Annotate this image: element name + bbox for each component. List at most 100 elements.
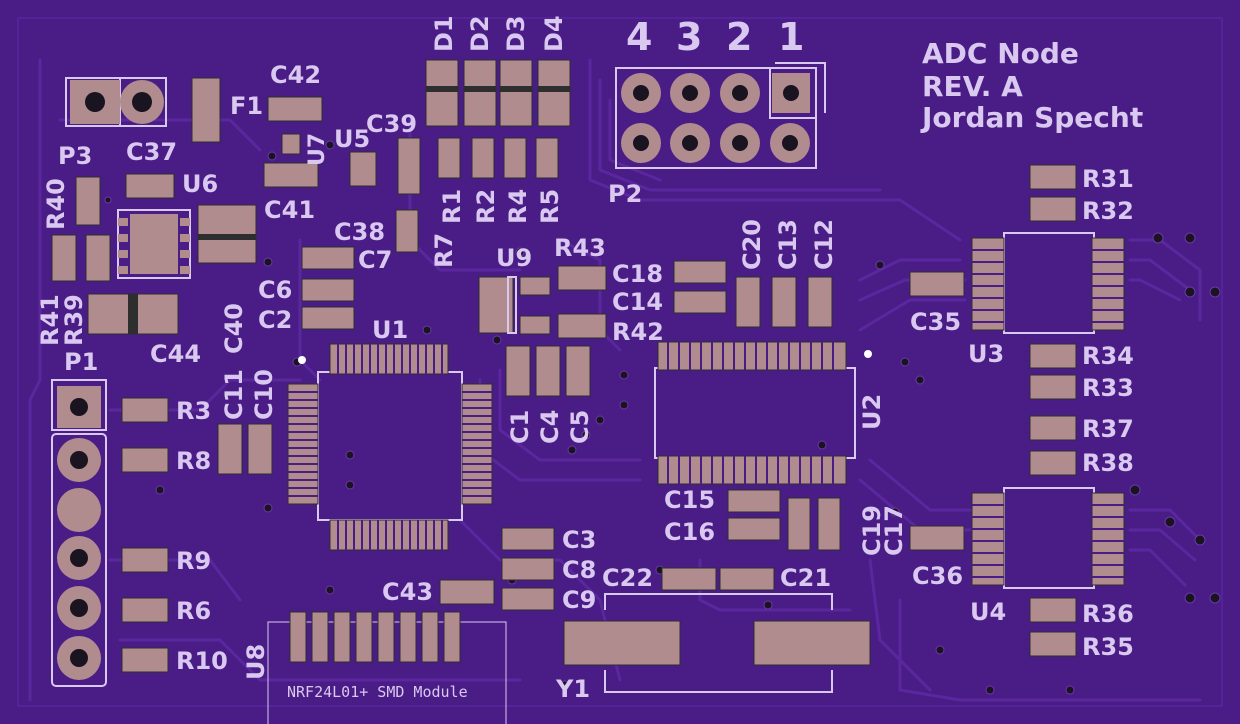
label-c9: C9 (562, 586, 596, 614)
label-u8: U8 (242, 644, 270, 680)
label-c21: C21 (780, 564, 831, 592)
label-c13: C13 (774, 219, 802, 270)
label-c18: C18 (612, 260, 663, 288)
module-u8 (267, 611, 507, 724)
connector-p1 (51, 379, 107, 687)
label-r4: R4 (504, 189, 532, 224)
capacitor-c44 (87, 293, 179, 335)
passives (51, 77, 1077, 673)
label-c19: C19 (858, 505, 886, 556)
chip-u3 (971, 232, 1125, 334)
pin-number-3: 3 (676, 15, 702, 59)
label-r40: R40 (42, 178, 70, 230)
crystal-y1 (563, 593, 871, 693)
label-r7: R7 (430, 233, 458, 268)
label-c15: C15 (664, 486, 715, 514)
label-u9: U9 (496, 244, 532, 272)
label-c44: C44 (150, 340, 201, 368)
label-r6: R6 (176, 597, 211, 625)
label-y1: Y1 (555, 675, 590, 703)
chip-u2 (654, 341, 872, 485)
label-u1: U1 (372, 316, 408, 344)
module-label: NRF24L01+ SMD Module (287, 683, 468, 701)
label-r8: R8 (176, 447, 211, 475)
label-c20: C20 (738, 219, 766, 270)
label-c14: C14 (612, 288, 663, 316)
designator-labels: D1 D2 D3 D4 R1 R2 R4 R5 R7 U7 R40 R41 R3… (36, 15, 1134, 703)
label-r3: R3 (176, 397, 211, 425)
label-c42: C42 (270, 61, 321, 89)
label-u2: U2 (858, 394, 886, 430)
label-c36: C36 (912, 562, 963, 590)
label-c1: C1 (506, 410, 534, 444)
label-c7: C7 (358, 246, 392, 274)
label-p3: P3 (58, 142, 92, 170)
label-c35: C35 (910, 308, 961, 336)
label-r2: R2 (472, 189, 500, 224)
label-r33: R33 (1082, 374, 1134, 402)
label-c39: C39 (366, 110, 417, 138)
pin-number-1: 1 (778, 15, 804, 59)
label-r32: R32 (1082, 197, 1134, 225)
label-r9: R9 (176, 547, 211, 575)
label-r38: R38 (1082, 449, 1134, 477)
label-r37: R37 (1082, 415, 1134, 443)
label-c4: C4 (536, 410, 564, 444)
label-p2: P2 (608, 180, 642, 208)
label-c10: C10 (250, 369, 278, 420)
label-r41: R41 (36, 294, 64, 346)
chip-u1 (287, 343, 493, 551)
label-c40: C40 (220, 303, 248, 354)
label-c6: C6 (258, 276, 292, 304)
label-c43: C43 (382, 578, 433, 606)
label-c17: C17 (880, 505, 908, 556)
label-c37: C37 (126, 138, 177, 166)
label-f1: F1 (230, 92, 263, 120)
label-d3: D3 (502, 15, 530, 52)
connector-p3 (65, 77, 167, 127)
label-u7: U7 (305, 133, 330, 166)
capacitor-c40 (197, 204, 257, 264)
label-u6: U6 (182, 170, 218, 198)
label-c16: C16 (664, 518, 715, 546)
label-c22: C22 (602, 564, 653, 592)
label-u4: U4 (970, 598, 1006, 626)
label-r34: R34 (1082, 342, 1134, 370)
label-c12: C12 (810, 219, 838, 270)
label-d4: D4 (540, 15, 568, 52)
label-r43: R43 (554, 234, 606, 262)
chip-u4 (971, 487, 1125, 589)
pin-number-2: 2 (726, 15, 752, 59)
connector-p2 (615, 62, 826, 169)
diodes (425, 59, 571, 127)
label-c3: C3 (562, 526, 596, 554)
label-r36: R36 (1082, 600, 1134, 628)
title-line-2: REV. A (922, 70, 1023, 103)
label-r35: R35 (1082, 633, 1134, 661)
label-r10: R10 (176, 647, 228, 675)
p2-pin-numbers: 4 3 2 1 (626, 15, 804, 59)
label-r1: R1 (438, 189, 466, 224)
title-line-1: ADC Node (922, 37, 1079, 70)
label-c41: C41 (264, 196, 315, 224)
chip-u9 (478, 276, 551, 335)
label-p1: P1 (64, 348, 98, 376)
label-r42: R42 (612, 318, 664, 346)
chip-u6 (117, 209, 191, 279)
title-block: ADC Node REV. A Jordan Specht (920, 37, 1143, 134)
pin-number-4: 4 (626, 15, 652, 59)
title-line-3: Jordan Specht (920, 101, 1143, 134)
label-r39: R39 (60, 294, 88, 346)
label-c2: C2 (258, 306, 292, 334)
label-c11: C11 (220, 369, 248, 420)
label-d2: D2 (466, 15, 494, 52)
diode-markers (426, 86, 570, 92)
label-c8: C8 (562, 556, 596, 584)
label-r5: R5 (536, 189, 564, 224)
label-u3: U3 (968, 340, 1004, 368)
label-d1: D1 (430, 15, 458, 52)
label-r31: R31 (1082, 165, 1134, 193)
label-u5: U5 (334, 125, 370, 153)
label-c5: C5 (566, 410, 594, 444)
